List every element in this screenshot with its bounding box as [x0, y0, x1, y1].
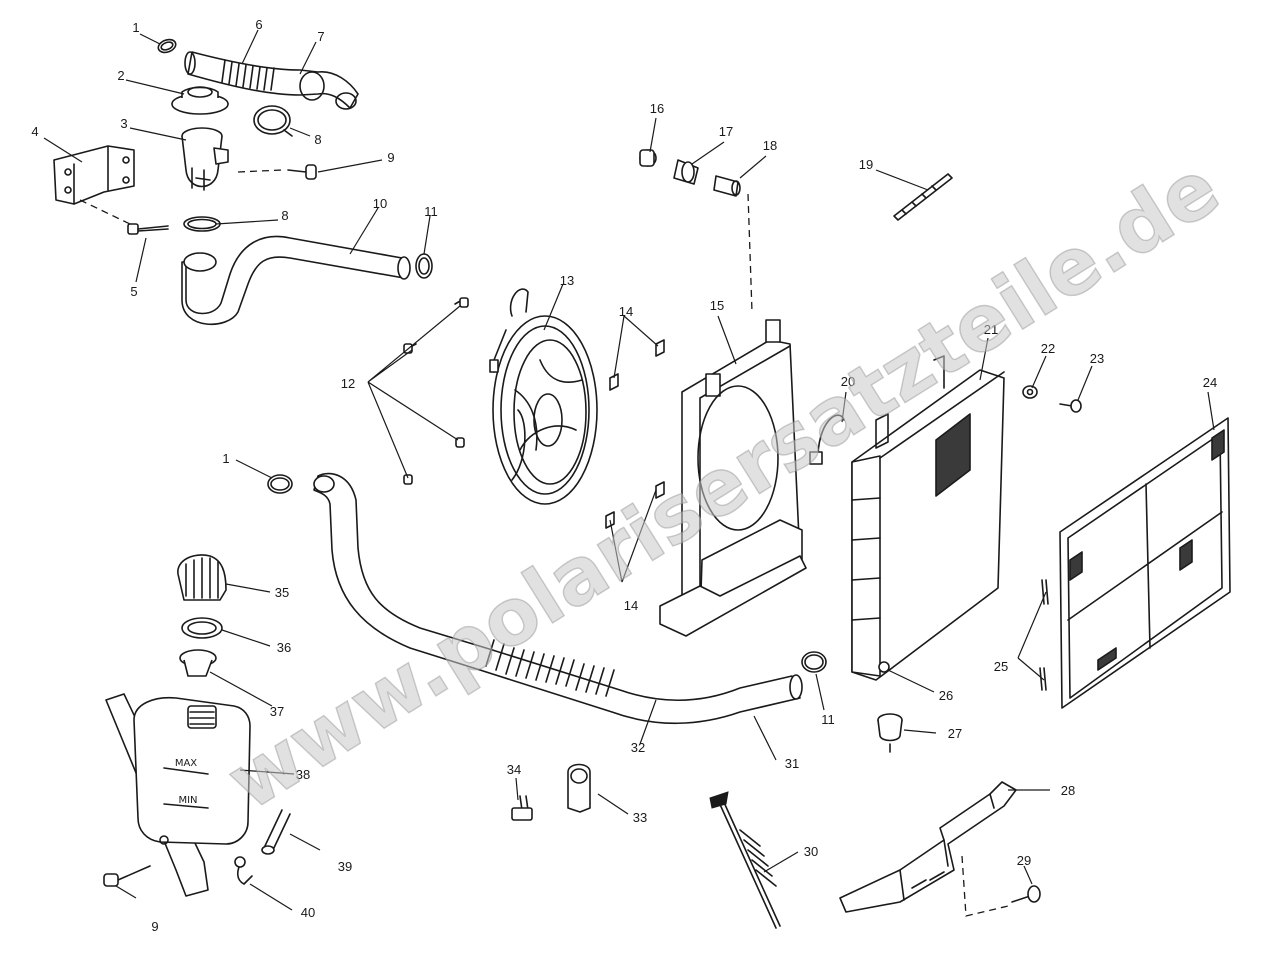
callout-30: 30	[804, 844, 818, 859]
callout-11-upper: 11	[424, 204, 438, 219]
part-screws-12	[403, 297, 469, 485]
callout-2: 2	[117, 68, 124, 83]
part-reservoir-cap-35	[177, 554, 227, 601]
callout-21: 21	[984, 322, 998, 337]
part-screw-23	[1059, 399, 1082, 413]
callout-10: 10	[373, 196, 387, 211]
part-fan-13	[489, 288, 598, 505]
part-upper-hose-6-7	[184, 51, 359, 110]
callout-32: 32	[631, 740, 645, 755]
callout-15: 15	[710, 298, 724, 313]
part-bracket-4	[53, 145, 135, 205]
part-bracket-28	[839, 781, 1017, 913]
callout-6: 6	[255, 17, 262, 32]
callout-26: 26	[939, 688, 953, 703]
callout-19: 19	[859, 157, 873, 172]
callout-17: 17	[719, 124, 733, 139]
part-reservoir-38: MAX MIN	[105, 693, 251, 897]
part-filler-neck-3	[181, 127, 229, 191]
callout-29: 29	[1017, 853, 1031, 868]
callout-25: 25	[994, 659, 1008, 674]
part-bushings-16-17-18	[639, 149, 741, 197]
callout-1-lower: 1	[222, 451, 229, 466]
part-clips-25	[1039, 579, 1049, 691]
part-clamp-8-lower	[183, 216, 221, 232]
part-bolt-34	[511, 795, 533, 821]
part-gasket-36	[181, 617, 223, 639]
leader-bracket-bolt	[79, 199, 131, 225]
callout-31: 31	[785, 756, 799, 771]
part-radiator-21	[851, 355, 1005, 681]
callout-9-lower: 9	[151, 919, 158, 934]
callout-39: 39	[338, 859, 352, 874]
part-clamp-11-lower	[801, 651, 827, 673]
callout-28: 28	[1061, 783, 1075, 798]
watermark-text: www.polarisersatzteile.de	[212, 143, 1234, 828]
part-strap-19	[893, 173, 953, 221]
callout-18: 18	[763, 138, 777, 153]
leader-lines	[43, 29, 1215, 911]
part-nut-22	[1022, 385, 1038, 399]
part-screen-24	[1059, 417, 1231, 709]
part-hose-10	[181, 235, 411, 325]
callout-labels: 1 2 3 4 5 6 7 8 8 9 10 11 12 13 14 14 15…	[31, 17, 1217, 934]
callout-23: 23	[1090, 351, 1104, 366]
part-screw-9-lower	[103, 865, 151, 887]
leader-bushing-shroud	[747, 193, 753, 313]
callout-4: 4	[31, 124, 38, 139]
callout-9-upper: 9	[387, 150, 394, 165]
callout-8-lower: 8	[281, 208, 288, 223]
callout-5: 5	[130, 284, 137, 299]
callout-40: 40	[301, 905, 315, 920]
part-clamp-1-lower	[267, 474, 293, 494]
part-shroud-15	[659, 319, 807, 637]
callout-38: 38	[296, 767, 310, 782]
part-grommet-27	[877, 713, 903, 753]
callout-22: 22	[1041, 341, 1055, 356]
part-insert-37	[179, 649, 217, 677]
callout-36: 36	[277, 640, 291, 655]
leader-screw-9	[237, 169, 283, 173]
part-screw-29	[1011, 885, 1041, 903]
part-clamp-1-top	[157, 38, 177, 54]
callout-3: 3	[120, 116, 127, 131]
callout-27: 27	[948, 726, 962, 741]
part-lower-hose-31-32	[313, 472, 803, 725]
part-screw-9-upper	[287, 164, 317, 180]
callout-13: 13	[560, 273, 574, 288]
part-clips-14	[605, 339, 665, 529]
callout-20: 20	[841, 374, 855, 389]
callout-34: 34	[507, 762, 521, 777]
callout-7: 7	[317, 29, 324, 44]
callout-24: 24	[1203, 375, 1217, 390]
callout-16: 16	[650, 101, 664, 116]
callout-37: 37	[270, 704, 284, 719]
part-fitting-40	[234, 856, 253, 885]
part-hose-39	[261, 809, 291, 855]
callout-1: 1	[132, 20, 139, 35]
callout-14-lower: 14	[624, 598, 638, 613]
part-bolt-5	[127, 223, 169, 235]
callout-12: 12	[341, 376, 355, 391]
part-clamp-33	[567, 763, 591, 813]
part-rod-30	[709, 791, 781, 929]
leader-bracket-screw	[961, 855, 1009, 917]
part-clamp-11-upper	[415, 253, 433, 279]
tank-max-label: MAX	[175, 758, 197, 769]
part-radiator-cap-2	[171, 86, 229, 115]
tank-min-label: MIN	[178, 795, 197, 806]
callout-8-upper: 8	[314, 132, 321, 147]
callout-35: 35	[275, 585, 289, 600]
callout-33: 33	[633, 810, 647, 825]
part-clamp-8-upper	[253, 105, 293, 137]
callout-11-lower: 11	[821, 712, 835, 727]
callout-14-upper: 14	[619, 304, 633, 319]
